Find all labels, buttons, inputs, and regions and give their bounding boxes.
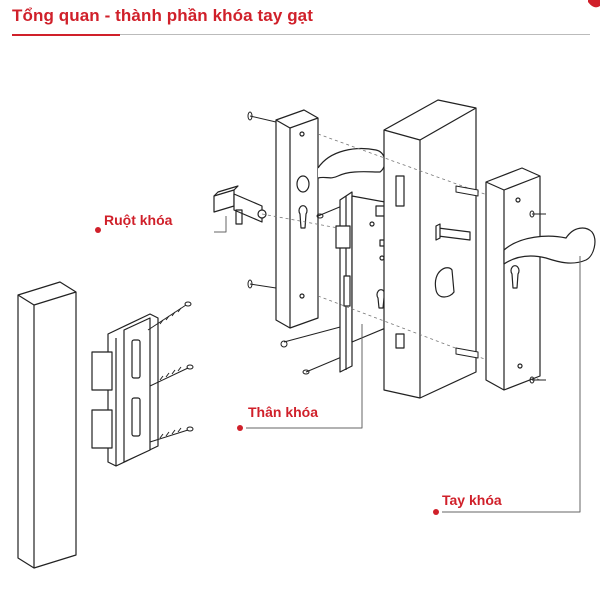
mounting-screws bbox=[247, 111, 345, 375]
corner-mark bbox=[588, 0, 600, 8]
strike-screws bbox=[147, 301, 194, 443]
page-title: Tổng quan - thành phần khóa tay gạt bbox=[12, 6, 313, 25]
leader-lines bbox=[214, 216, 581, 513]
outer-plate bbox=[485, 167, 541, 391]
outer-lever-handle bbox=[503, 227, 596, 265]
cylinder bbox=[213, 185, 267, 225]
title-rule bbox=[120, 34, 590, 35]
alignment-lines bbox=[261, 133, 541, 381]
inner-back-plate bbox=[275, 109, 319, 329]
leader-dots bbox=[95, 227, 439, 515]
strike-plate bbox=[91, 313, 159, 467]
spindle-pins bbox=[455, 185, 479, 359]
title-underline bbox=[12, 34, 120, 36]
door-block bbox=[383, 99, 477, 399]
door-frame-post bbox=[17, 281, 77, 569]
label-cylinder: Ruột khóa bbox=[104, 212, 173, 228]
inner-lever-handle bbox=[317, 147, 386, 179]
label-lock-body: Thân khóa bbox=[248, 404, 319, 420]
label-handle: Tay khóa bbox=[442, 492, 502, 508]
outer-screws bbox=[529, 210, 546, 384]
